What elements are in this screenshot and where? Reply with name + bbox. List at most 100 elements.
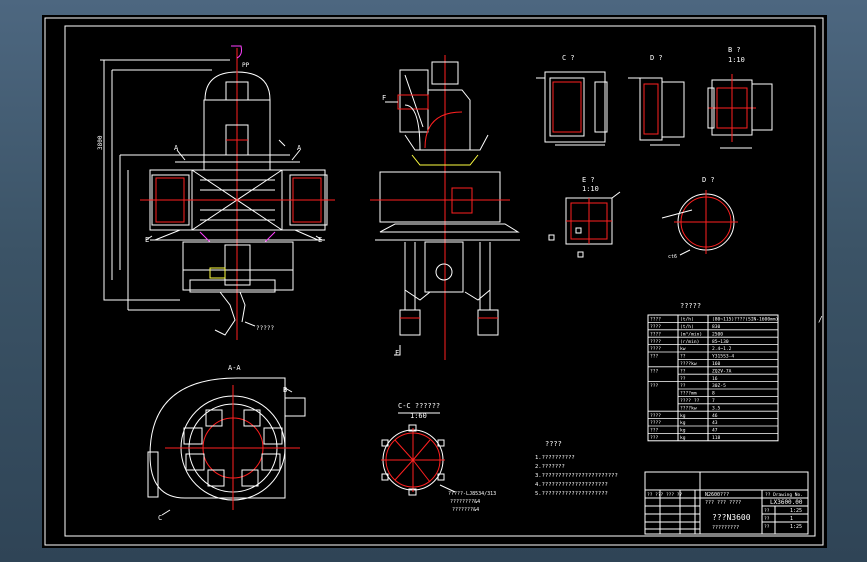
drawing-no-label: ?? Drawing No. (765, 492, 803, 498)
note-line: 3.??????????????????????? (535, 473, 618, 479)
tech-table-param-name: ???? (650, 324, 661, 330)
tech-table-param-unit: kw (680, 346, 686, 352)
section-mark-a-left: A (174, 144, 179, 152)
detail-view-d[interactable] (628, 77, 685, 146)
tech-table-frame (647, 314, 779, 442)
view-d2-label: D ? (702, 176, 715, 184)
outer-border (44, 17, 824, 546)
material: ??? ??? ???? (705, 500, 741, 506)
tech-table-param-value: 118 (712, 435, 721, 441)
technical-notes: ???? 1.?????????? 2.??????? 3.??????????… (535, 440, 618, 497)
tech-table-param-value: 3.5 (712, 405, 721, 411)
section-cc-view[interactable] (381, 412, 456, 496)
revision-head: ?? ??? ??? ?? (647, 492, 683, 498)
title-block (644, 471, 809, 535)
section-cc-note1: ?????-LJ8534/313 (448, 491, 496, 497)
hook-label: PP (242, 62, 250, 69)
tech-table-param-name: ???? (650, 420, 661, 426)
view-d2-note: ct6 (668, 254, 677, 260)
detail-view-e[interactable] (548, 191, 621, 258)
tech-table-title: ????? (680, 302, 701, 310)
view-d-label: D ? (650, 54, 663, 62)
section-mark-a-right: A (297, 144, 302, 152)
tech-table-param-unit: (r/min) (680, 339, 699, 345)
tech-table-param-unit: ????mm (680, 391, 697, 397)
view-e-scale: 1:10 (582, 185, 599, 193)
section-aa-label: A-A (228, 364, 241, 372)
notes-title: ???? (545, 440, 562, 448)
section-aa-mark-c: C (158, 514, 162, 522)
tech-table-param-name: ??? (650, 428, 659, 434)
inlet-note: ????? (256, 325, 274, 332)
tech-table-param-unit: kg (680, 413, 686, 419)
tech-table-param-value: 830 (712, 324, 721, 330)
drawing-no: LX3600.00 (770, 499, 803, 506)
qty-label: ?? (764, 516, 770, 522)
tech-table-param-unit: (m³/min) (680, 331, 702, 337)
section-aa-mark-b: B (283, 386, 287, 394)
tech-table-param-name: ???? (650, 317, 661, 323)
sheet-label: ?? (764, 524, 770, 530)
view-b-scale: 1:10 (728, 56, 745, 64)
section-mark-e-right: E (318, 236, 322, 244)
section-cc-scale: 1:60 (410, 412, 427, 420)
tech-table-param-name: ??? (650, 383, 659, 389)
tech-table-param-value: 2.4~1.2 (712, 346, 732, 352)
scale-label: ?? (764, 508, 770, 514)
drawing-sheet[interactable] (42, 15, 827, 548)
title-block-text: ?? ??? ??? ?? N2600??? ?? Drawing No. ??… (647, 492, 803, 531)
section-aa-view[interactable] (147, 377, 306, 516)
side-elevation-view[interactable] (370, 55, 520, 360)
tech-table-param-value: ZQ2V-7A (712, 368, 732, 374)
inner-border (64, 25, 816, 537)
tech-table-param-unit: ?? (680, 376, 686, 382)
section-cc-label: C-C ?????? (398, 402, 440, 410)
tech-table-param-unit: ?? (680, 383, 686, 389)
detail-view-c[interactable] (536, 71, 608, 146)
tech-table: ????(t/h)(80~115)????(SIN-1600mm)????(t/… (647, 314, 779, 442)
dim-height-left: 3800 (97, 135, 104, 150)
section-cc-note3: ???????&4 (452, 507, 479, 513)
main-elevation-view[interactable] (100, 45, 335, 340)
tech-table-param-value: 8 (712, 391, 715, 397)
section-mark-e-left: E (145, 236, 149, 244)
note-line: 2.??????? (535, 464, 565, 470)
company: N2600??? (705, 492, 729, 498)
front-mark-f: F (382, 94, 386, 102)
tech-table-param-unit: ?? (680, 368, 686, 374)
tech-table-param-unit: kg (680, 435, 686, 441)
sheet-value: 1:25 (790, 524, 802, 530)
view-c-label: C ? (562, 54, 575, 62)
tech-table-param-unit: kg (680, 420, 686, 426)
tech-table-param-name: ???? (650, 339, 661, 345)
qty-value: 1 (790, 516, 793, 522)
scale-value: 1:25 (790, 508, 802, 514)
detail-view-d2[interactable] (661, 190, 738, 256)
tech-table-param-name: ???? (650, 331, 661, 337)
edge-marker: / (818, 315, 823, 324)
detail-view-b[interactable] (707, 74, 773, 149)
note-line: 5.???????????????????? (535, 491, 608, 497)
tech-table-param-value: 7 (712, 398, 715, 404)
tech-table-param-unit: (t/h) (680, 324, 694, 330)
tech-table-param-unit: ????kw (680, 405, 697, 411)
tech-table-param-value: Y315S3-4 (712, 354, 734, 360)
tech-table-param-unit: ???? ?? (680, 398, 700, 404)
tech-table-param-value: 30Z-5 (712, 383, 726, 389)
tech-table-param-value: 16 (712, 376, 718, 382)
tech-table-param-name: ??? (650, 368, 659, 374)
note-line: 1.?????????? (535, 455, 575, 461)
tech-table-param-unit: (t/h) (680, 317, 694, 323)
tech-table-param-name: ???? (650, 346, 661, 352)
tech-table-param-value: 43 (712, 420, 718, 426)
tech-table-param-value: 47 (712, 428, 718, 434)
tech-table-param-value: 85~130 (712, 339, 729, 345)
front-mark-f2: F (395, 349, 399, 357)
tech-table-param-value: 2500 (712, 331, 723, 337)
tech-table-param-value: 160 (712, 361, 721, 367)
tech-table-param-name: ???? (650, 413, 661, 419)
view-b-label: B ? (728, 46, 741, 54)
view-e-label: E ? (582, 176, 595, 184)
section-cc-note2: ????????&4 (450, 499, 480, 505)
